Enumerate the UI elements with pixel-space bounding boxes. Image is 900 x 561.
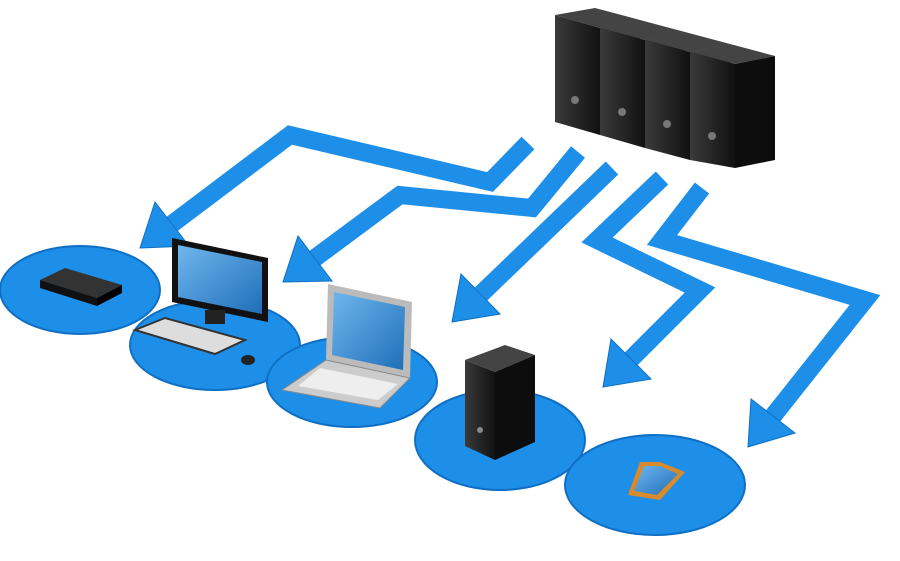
arrow-to-laptop [474, 161, 619, 301]
set-top-box-icon [40, 268, 122, 306]
arrowhead-icon [602, 337, 653, 388]
desktop-computer-icon [131, 238, 268, 365]
laptop-icon [280, 284, 412, 409]
arrowhead-icon [451, 272, 502, 323]
arrow-to-smartphone [646, 182, 881, 422]
arrowhead-icon [282, 234, 333, 283]
arrow-to-desktop [309, 146, 585, 266]
smartphone-icon [628, 462, 685, 500]
arrowhead-icon [747, 398, 797, 448]
server-rack-icon [555, 8, 775, 168]
server-tower-icon [690, 44, 775, 168]
arrow-to-tower-pc [581, 171, 716, 366]
connection-arrows [166, 125, 881, 422]
arrow-to-set-top-box [166, 125, 535, 232]
tower-pc-icon [465, 345, 535, 460]
arrowhead-icon [139, 200, 190, 249]
